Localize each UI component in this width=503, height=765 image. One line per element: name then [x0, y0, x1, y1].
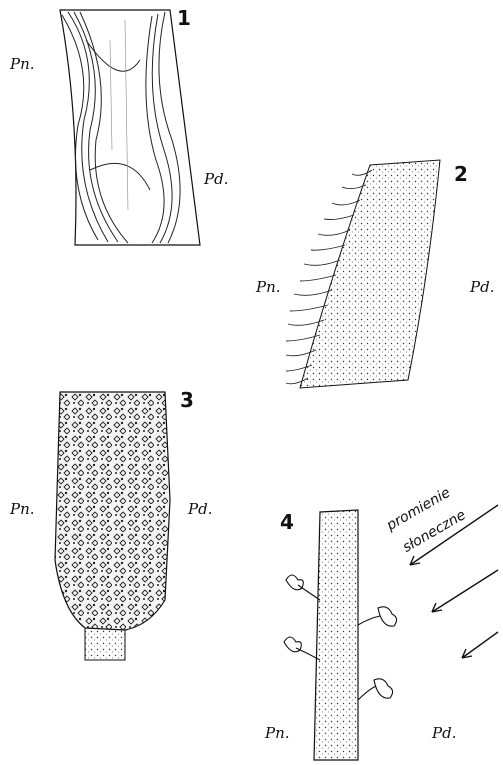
trunk-3	[55, 392, 170, 660]
panel-1-right-label: Pd.	[204, 170, 228, 188]
panel-4-number: 4	[280, 510, 294, 534]
panel-2-right-label: Pd.	[470, 278, 494, 296]
panel-2-left-label: Pn.	[256, 278, 281, 296]
panel-3-number: 3	[180, 388, 194, 412]
panel-1-left-label: Pn.	[10, 55, 35, 73]
trunk-2	[286, 160, 440, 388]
trunk-4	[284, 505, 498, 760]
panel-2-number: 2	[454, 162, 468, 186]
panel-4-left-label: Pn.	[265, 724, 290, 742]
panel-3-left-label: Pn.	[10, 500, 35, 518]
panel-4-right-label: Pd.	[432, 724, 456, 742]
panel-3-right-label: Pd.	[188, 500, 212, 518]
trunk-1	[60, 10, 200, 245]
panel-1-number: 1	[177, 6, 191, 30]
